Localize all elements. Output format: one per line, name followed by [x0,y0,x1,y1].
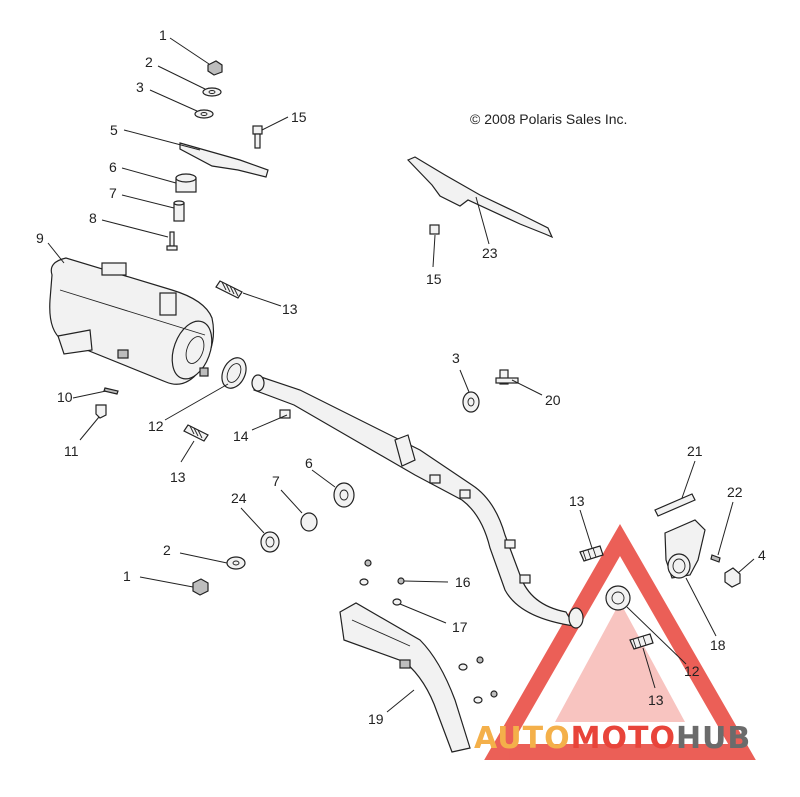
callout-11: 11 [64,443,79,459]
callout-24: 24 [231,490,247,506]
callout-14: 14 [233,428,249,444]
callout-18: 18 [710,637,726,653]
callout-3-top: 3 [136,79,144,95]
washer-2-lower [226,556,246,570]
callout-23: 23 [482,245,498,261]
leader-lines [47,37,755,713]
bolt-15-mid [429,224,440,235]
clip-11 [95,404,107,419]
hardware-small-f [473,696,483,704]
callout-13-right: 13 [569,493,585,509]
gasket-21 [654,493,696,517]
callout-5: 5 [110,122,118,138]
watermark-moto: MOTO [571,721,676,756]
spring-13-upper [215,280,243,299]
callouts: 1 2 3 5 6 7 8 15 9 13 10 11 12 14 13 15 … [36,27,766,727]
callout-1-lower: 1 [123,568,131,584]
muffler [49,257,215,385]
watermark-hub: HUB [676,721,751,756]
callout-9: 9 [36,230,44,246]
callout-15-mid: 15 [426,271,442,287]
stud-22 [710,554,721,563]
sleeve-7-top [173,200,185,222]
gasket-12-right [605,585,631,611]
hardware-17 [392,598,402,606]
washer-top [202,87,222,97]
callout-13-upper: 13 [282,301,298,317]
callout-15-top: 15 [291,109,307,125]
callout-4: 4 [758,547,766,563]
callout-6-mid: 6 [305,455,313,471]
callout-20: 20 [545,392,561,408]
nut-top [207,60,223,76]
callout-8: 8 [89,210,97,226]
callout-7-mid: 7 [272,473,280,489]
bracket-5 [179,142,269,178]
pin-10 [103,387,119,395]
callout-3-mid: 3 [452,350,460,366]
watermark-logo [484,523,756,760]
exhaust-flange-18 [664,519,706,579]
callout-12-left: 12 [148,418,164,434]
callout-2-top: 2 [145,54,153,70]
heat-shield-23 [406,156,554,239]
watermark-triangle [484,523,756,760]
bolt-8 [166,231,178,251]
heat-shield-19 [339,602,471,753]
grommet-6-top [175,173,197,193]
grommet-6-mid [333,482,355,508]
callout-10: 10 [57,389,73,405]
callout-12-right: 12 [684,663,700,679]
watermark-text: AUTOMOTOHUB [474,721,751,756]
spring-13-right [579,545,604,562]
washer-3-top [194,109,214,119]
watermark-auto: AUTO [474,721,571,756]
callout-19: 19 [368,711,384,727]
hardware-16 [397,577,405,585]
callout-21: 21 [687,443,703,459]
callout-2-lower: 2 [163,542,171,558]
bolt-20 [495,369,519,385]
callout-13-bottom: 13 [648,692,664,708]
hardware-small-d [458,663,468,671]
hardware-small-a [364,559,372,567]
nut-lower [192,578,209,596]
sleeve-7-mid [300,512,318,532]
callout-1-top: 1 [159,27,167,43]
callout-22: 22 [727,484,743,500]
hardware-small-e [490,690,498,698]
head-pipe [251,374,584,629]
spring-13-lower [183,424,209,442]
spring-13-bottom [629,633,654,650]
washer-3-mid [462,391,480,413]
hardware-small-b [359,578,369,586]
callout-16: 16 [455,574,471,590]
nut-4 [724,567,741,588]
copyright-text: © 2008 Polaris Sales Inc. [470,111,627,127]
gasket-12-left [221,357,247,389]
hardware-small-c [476,656,484,664]
watermark-inner-triangle [555,602,685,722]
callout-13-lower: 13 [170,469,186,485]
callout-7-top: 7 [109,185,117,201]
callout-6-top: 6 [109,159,117,175]
callout-17: 17 [452,619,468,635]
gasket-24 [260,531,280,553]
bolt-15-top [252,125,263,149]
